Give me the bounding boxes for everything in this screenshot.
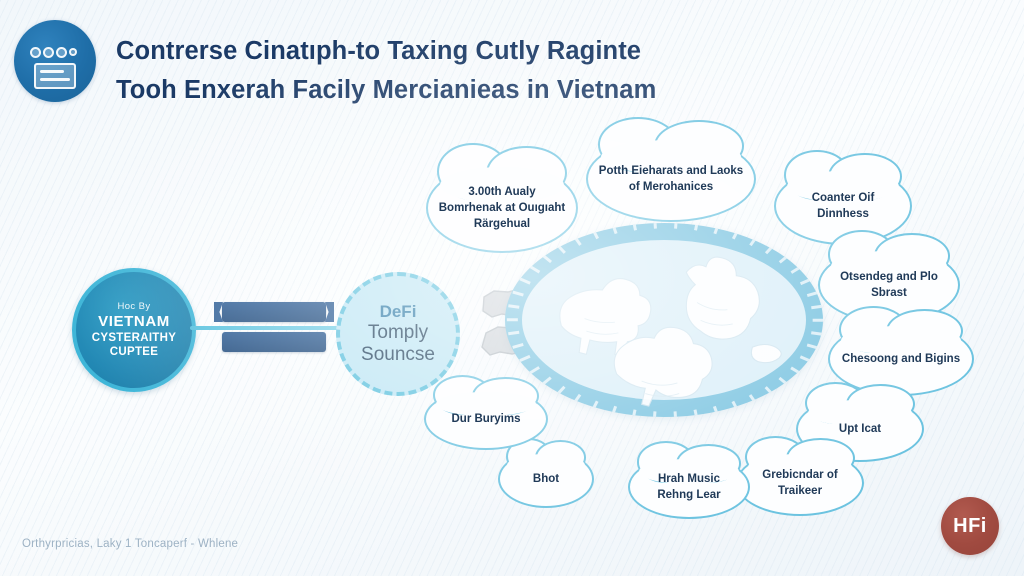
animal-illustration	[559, 256, 782, 407]
left-node-line4: CUPTEE	[109, 345, 159, 358]
defi-node-line2: Tomply	[367, 321, 429, 343]
connector-line	[190, 326, 355, 330]
coins-and-document-icon	[14, 20, 96, 102]
cloud-durburyims-label: Dur Buryims	[451, 412, 521, 425]
center-ellipse	[505, 223, 823, 417]
cloud-bhot-label: Bhot	[532, 472, 560, 485]
coins-icon	[30, 44, 80, 60]
cloud-grebicndar[interactable]: Grebicndar of Traikeer	[736, 435, 864, 516]
cloud-durburyims[interactable]: Dur Buryims	[424, 374, 548, 450]
cloud-counter-label: Coanter Oif Dinnhess	[811, 191, 875, 220]
cloud-merchants-label: Potth Eieharats and Laoks of Merohanices	[598, 164, 744, 193]
connector-ribbon-bottom	[222, 332, 326, 352]
cloud-hrahmusic-label: Hrah Music Rehng Lear	[657, 472, 721, 501]
document-icon	[34, 63, 76, 89]
cloud-upticat-label: Upt Icat	[838, 422, 882, 435]
node-defi-tomply-souncse[interactable]: DeFi Tomply Souncse	[336, 272, 460, 396]
cloud-grebicndar-label: Grebicndar of Traikeer	[762, 468, 838, 497]
cloud-chesoong-label: Chesoong and Bigins	[841, 352, 961, 365]
page-title-line2: Tooh Enxerah Facily Mercianieas in Vietn…	[116, 75, 657, 104]
cloud-audit-label: 3.00th Aualy Bomrhenak at Ouıgıaht Rärge…	[438, 185, 566, 231]
footer-note: Orthyrpricias, Laky 1 Toncaperf - Whlene	[22, 538, 239, 550]
hfi-logo: HFi	[941, 497, 999, 555]
defi-node-line3: Souncse	[361, 344, 435, 366]
page-title-line1: Contrerse Cinatıph-to Taxing Cutly Ragin…	[116, 37, 642, 65]
node-vietnam-authority[interactable]: Hoc By VIETNAM CYSTERAITHY CUPTEE	[72, 268, 196, 392]
left-node-line3: CYSTERAITHY	[91, 331, 177, 344]
hfi-logo-text: HFi	[953, 514, 987, 537]
cloud-bhot[interactable]: Bhot	[498, 437, 594, 508]
cloud-hrahmusic[interactable]: Hrah Music Rehng Lear	[628, 441, 750, 519]
left-node-line1: Hoc By	[117, 300, 151, 312]
cloud-merchants[interactable]: Potth Eieharats and Laoks of Merohanices	[586, 116, 756, 222]
connector-ribbon-top	[222, 302, 326, 322]
page-title: Contrerse Cinatıph-to Taxing Cutly Ragin…	[116, 32, 816, 110]
cloud-otsendeg-label: Otsendeg and Plo Sbrast	[840, 270, 938, 299]
left-node-line2: VIETNAM	[98, 312, 170, 330]
header: Contrerse Cinatıph-to Taxing Cutly Ragin…	[14, 18, 974, 110]
defi-node-line1: DeFi	[379, 301, 417, 321]
cloud-audit[interactable]: 3.00th Aualy Bomrhenak at Ouıgıaht Rärge…	[426, 142, 578, 253]
